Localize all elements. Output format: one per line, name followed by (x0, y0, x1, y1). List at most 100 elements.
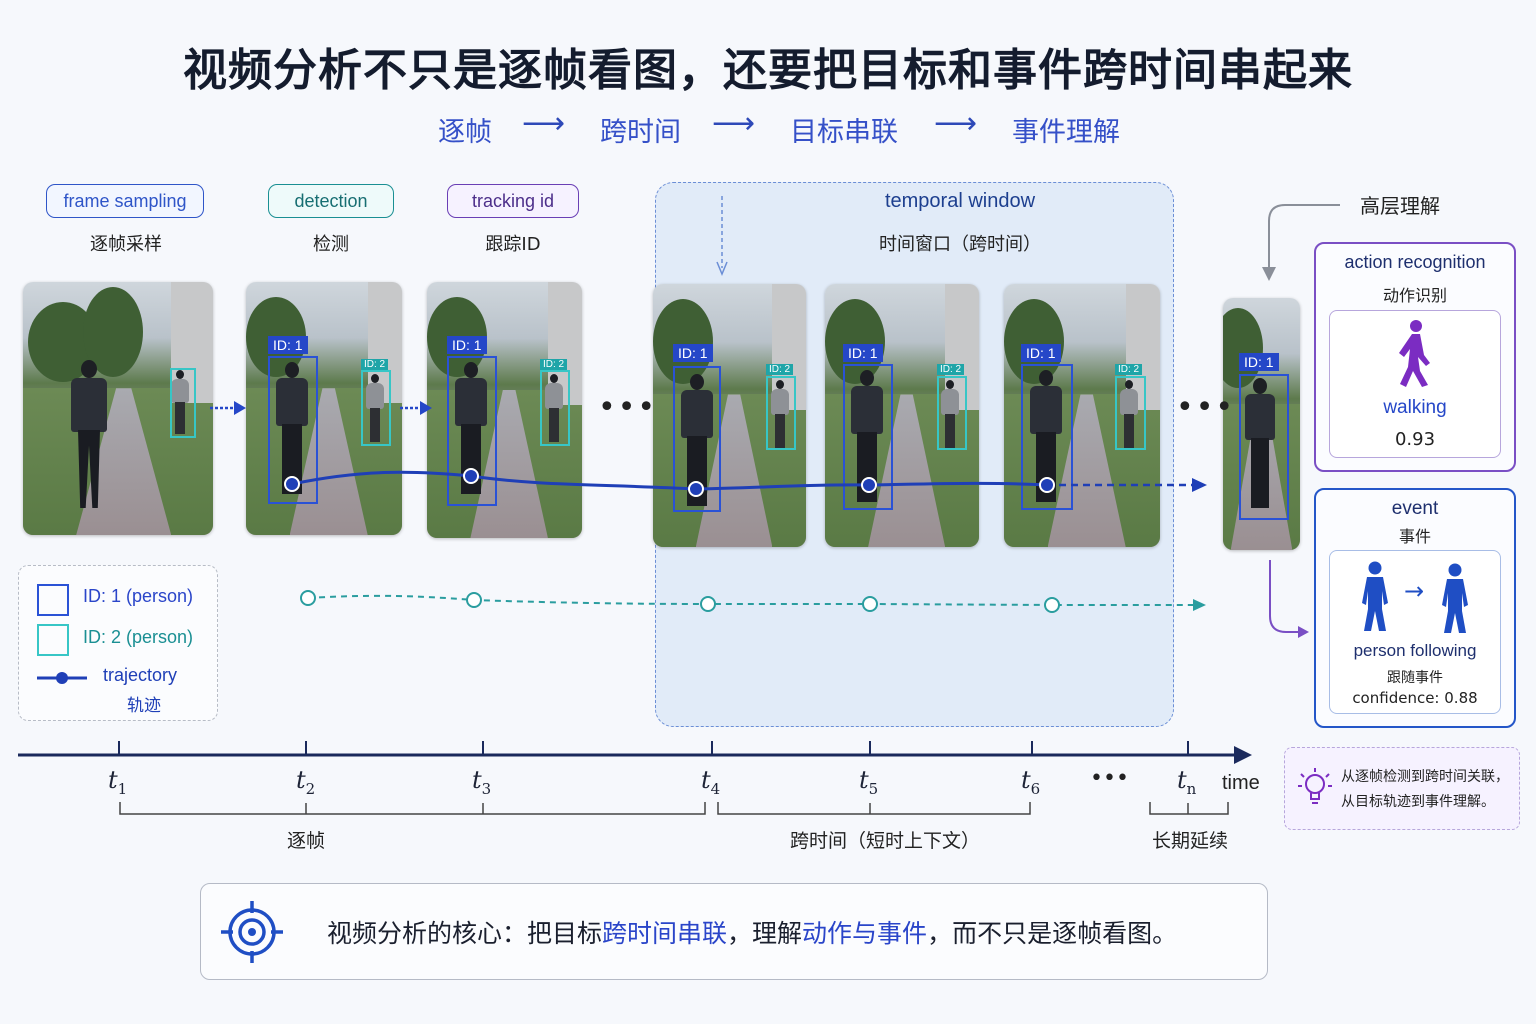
arrow-right-icon (210, 401, 246, 415)
video-frame-t5: ID: 1 ID: 2 (825, 284, 979, 547)
event-card-title: event (1391, 498, 1439, 519)
stage-tag-tracking-id: tracking id (447, 184, 579, 218)
timeline-ellipsis: ••• (1090, 766, 1129, 791)
id2-tag: ID: 2 (937, 364, 965, 375)
trajectory-point-id2 (700, 596, 716, 612)
tick-label-tn: tn (1177, 766, 1197, 798)
trajectory-point-id2 (466, 592, 482, 608)
legend-trajectory-icon (37, 672, 87, 684)
action-card-title: action recognition (1344, 252, 1486, 272)
id1-tag: ID: 1 (447, 336, 487, 354)
arrowhead-icon (1193, 599, 1206, 611)
footer-text: 视频分析的核心：把目标跨时间串联，理解动作与事件，而不只是逐帧看图。 (327, 919, 1178, 948)
walking-person-icon (1399, 320, 1430, 387)
flow-step-event-understanding: 事件理解 (1012, 117, 1120, 148)
trajectory-point-id1 (861, 477, 877, 493)
footer-highlight-cross-time: 跨时间串联 (602, 919, 728, 948)
tick-label-t3: t3 (472, 766, 492, 798)
arrowhead-icon (1192, 478, 1207, 492)
time-axis-label: time (1222, 772, 1260, 794)
tip-line-1: 从逐帧检测到跨时间关联， (1341, 769, 1509, 785)
bbox-id2 (937, 376, 967, 450)
person-icon (1442, 563, 1468, 633)
stage-label-frame-sampling: 逐帧采样 (90, 234, 162, 255)
tip-line-2: 从目标轨迹到事件理解。 (1341, 794, 1495, 810)
bbox-id1 (268, 356, 318, 504)
bbox-id2 (170, 368, 196, 438)
trajectory-point-id1 (463, 468, 479, 484)
confidence-label: confidence: (1352, 689, 1440, 707)
trajectory-point-id2 (1044, 597, 1060, 613)
trajectory-point-id2 (300, 590, 316, 606)
event-card: event 事件 → person following 跟随事件 confide… (1314, 488, 1516, 728)
video-frame-t4: ID: 1 ID: 2 (653, 284, 806, 547)
trajectory-id2-line (307, 594, 1195, 606)
flow-arrow-icon: ⟶ (712, 106, 756, 141)
video-frame-t1 (23, 282, 213, 535)
bbox-id1 (1021, 364, 1073, 510)
bracket-label-long-term: 长期延续 (1152, 830, 1229, 852)
id2-tag: ID: 2 (540, 359, 568, 370)
bracket-label-per-frame: 逐帧 (287, 830, 326, 852)
bbox-id2 (1115, 376, 1146, 450)
legend-label-id1: ID: 1 (person) (83, 586, 194, 606)
id2-tag: ID: 2 (1115, 364, 1143, 375)
id2-tag: ID: 2 (361, 359, 389, 370)
bbox-id2 (361, 370, 391, 446)
stage-label-detection: 检测 (313, 234, 349, 255)
action-card-subtitle: 动作识别 (1382, 286, 1447, 305)
id2-tag: ID: 2 (766, 364, 794, 375)
stage-tag-detection: detection (268, 184, 394, 218)
action-result-panel: walking 0.93 (1329, 310, 1501, 458)
id1-tag: ID: 1 (673, 344, 713, 362)
tick-label-t5: t5 (859, 766, 879, 798)
target-icon (221, 901, 283, 963)
bbox-id2 (766, 376, 796, 450)
arrow-right-icon (400, 401, 432, 415)
bbox-id1 (843, 364, 893, 510)
tick-label-t6: t6 (1021, 766, 1041, 798)
flow-arrow-icon: ⟶ (934, 106, 978, 141)
legend-swatch-id2 (37, 624, 69, 656)
trajectory-point-id2 (862, 596, 878, 612)
confidence-value: 0.88 (1444, 689, 1478, 707)
bbox-id2 (540, 370, 570, 446)
bbox-id1 (447, 356, 497, 506)
high-level-label: 高层理解 (1360, 194, 1440, 218)
video-frame-t6: ID: 1 ID: 2 (1004, 284, 1160, 547)
bbox-id1 (673, 366, 721, 512)
id1-tag: ID: 1 (268, 336, 308, 354)
stage-label-tracking-id: 跟踪ID (485, 234, 541, 255)
ellipsis: ••• (1176, 390, 1236, 425)
event-card-subtitle: 事件 (1398, 527, 1431, 546)
tick-label-t1: t1 (108, 766, 128, 798)
footer-highlight-action-event: 动作与事件 (802, 919, 928, 948)
legend-label-id2: ID: 2 (person) (83, 627, 194, 647)
high-level-arrow-icon (1262, 204, 1340, 281)
temporal-window-label: 时间窗口（跨时间） (879, 234, 1041, 255)
trajectory-point-id1 (688, 481, 704, 497)
action-label: walking (1383, 397, 1447, 418)
bbox-id1 (1239, 374, 1289, 520)
flow-step-cross-time: 跨时间 (600, 117, 681, 148)
follow-arrow-icon: → (1404, 577, 1425, 605)
trajectory-point-id1 (1039, 477, 1055, 493)
lightbulb-icon (1298, 768, 1332, 804)
legend-label-trajectory-zh: 轨迹 (127, 696, 161, 716)
stage-tag-frame-sampling: frame sampling (46, 184, 204, 218)
page-title: 视频分析不只是逐帧看图，还要把目标和事件跨时间串起来 (183, 45, 1353, 96)
event-result-panel: → person following 跟随事件 confidence: 0.88 (1329, 550, 1501, 714)
legend-swatch-id1 (37, 584, 69, 616)
flow-arrow-icon: ⟶ (522, 106, 566, 141)
flow-step-target-linking: 目标串联 (790, 117, 898, 148)
flow-step-per-frame: 逐帧 (438, 117, 492, 148)
id1-tag: ID: 1 (1239, 353, 1279, 371)
tick-label-t2: t2 (296, 766, 316, 798)
bracket-label-short-context: 跨时间（短时上下文） (790, 830, 981, 852)
video-frame-t3: ID: 1 ID: 2 (427, 282, 582, 538)
temporal-window-tag: temporal window (884, 190, 1036, 212)
footer-summary: 视频分析的核心：把目标跨时间串联，理解动作与事件，而不只是逐帧看图。 (200, 883, 1268, 980)
event-confidence: confidence: 0.88 (1330, 689, 1500, 707)
